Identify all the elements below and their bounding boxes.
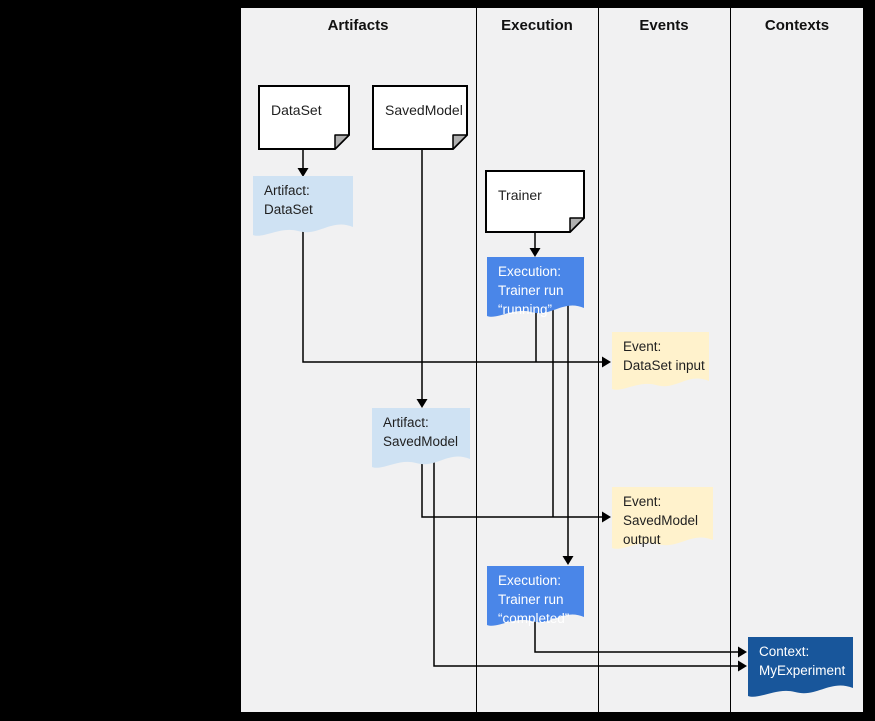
column-divider-artifacts-execution (476, 8, 477, 712)
arrowhead-down-artifact-savedmodel (416, 399, 428, 408)
column-divider-events-contexts (730, 8, 731, 712)
folded-corner (569, 217, 585, 233)
node-execution-running-label: Execution: Trainer run “running” (498, 264, 564, 317)
node-dataset-label: DataSet (271, 102, 322, 119)
arrow-artifact-dataset-to-event-dataset-input (302, 225, 602, 363)
wave-note-shape (612, 332, 709, 390)
arrowhead-right-context-from-execution (738, 646, 747, 658)
arrowhead-down-execution-completed (562, 556, 574, 565)
arrow-artifact-savedmodel-to-context (433, 455, 738, 667)
node-trainer-label: Trainer (498, 186, 542, 203)
node-artifact-dataset: Artifact: DataSet (253, 176, 353, 240)
wave-note-shape (253, 176, 353, 236)
wave-note-shape (372, 408, 470, 468)
node-savedmodel-label: SavedModel (385, 102, 463, 119)
node-context-myexperiment-label: Context: MyExperiment (759, 644, 846, 678)
node-artifact-dataset-label: Artifact: DataSet (264, 183, 313, 217)
arrowhead-right-event-savedmodel-output (602, 511, 611, 523)
column-header-artifacts: Artifacts (327, 17, 389, 34)
document-shape (485, 170, 585, 233)
node-event-savedmodel-output-label: Event: SavedModel output (623, 494, 699, 547)
column-divider-execution-events (598, 8, 599, 712)
document-shape (372, 85, 468, 150)
node-artifact-savedmodel-label: Artifact: SavedModel (383, 415, 459, 449)
arrowhead-down-execution-running (529, 248, 541, 257)
column-header-execution: Execution (501, 17, 573, 34)
wave-note-shape (748, 637, 853, 697)
arrowhead-down-artifact-dataset (297, 168, 309, 177)
node-execution-running: Execution: Trainer run “running” (487, 257, 584, 321)
node-execution-completed: Execution: Trainer run “completed” (487, 566, 584, 630)
arrow-artifact-savedmodel-to-event-savedmodel-output (421, 455, 602, 518)
arrowhead-right-event-dataset-input (602, 356, 611, 368)
wave-note-shape (487, 257, 584, 317)
wave-note-shape (612, 487, 713, 549)
arrowhead-right-context-from-artifact (738, 660, 747, 672)
node-context-myexperiment: Context: MyExperiment (748, 637, 853, 701)
folded-corner (452, 134, 468, 150)
node-execution-completed-label: Execution: Trainer run “completed” (498, 573, 570, 626)
node-savedmodel: SavedModel (372, 85, 468, 150)
node-event-savedmodel-output: Event: SavedModel output (612, 487, 713, 553)
document-shape (258, 85, 350, 150)
node-event-dataset-input-label: Event: DataSet input (623, 339, 705, 373)
node-event-dataset-input: Event: DataSet input (612, 332, 709, 394)
arrow-execution-completed-to-context (534, 612, 738, 653)
node-dataset: DataSet (258, 85, 350, 150)
folded-corner (334, 134, 350, 150)
wave-note-shape (487, 566, 584, 626)
column-header-contexts: Contexts (764, 17, 830, 34)
node-trainer: Trainer (485, 170, 585, 233)
node-artifact-savedmodel: Artifact: SavedModel (372, 408, 470, 472)
column-header-events: Events (639, 17, 689, 34)
